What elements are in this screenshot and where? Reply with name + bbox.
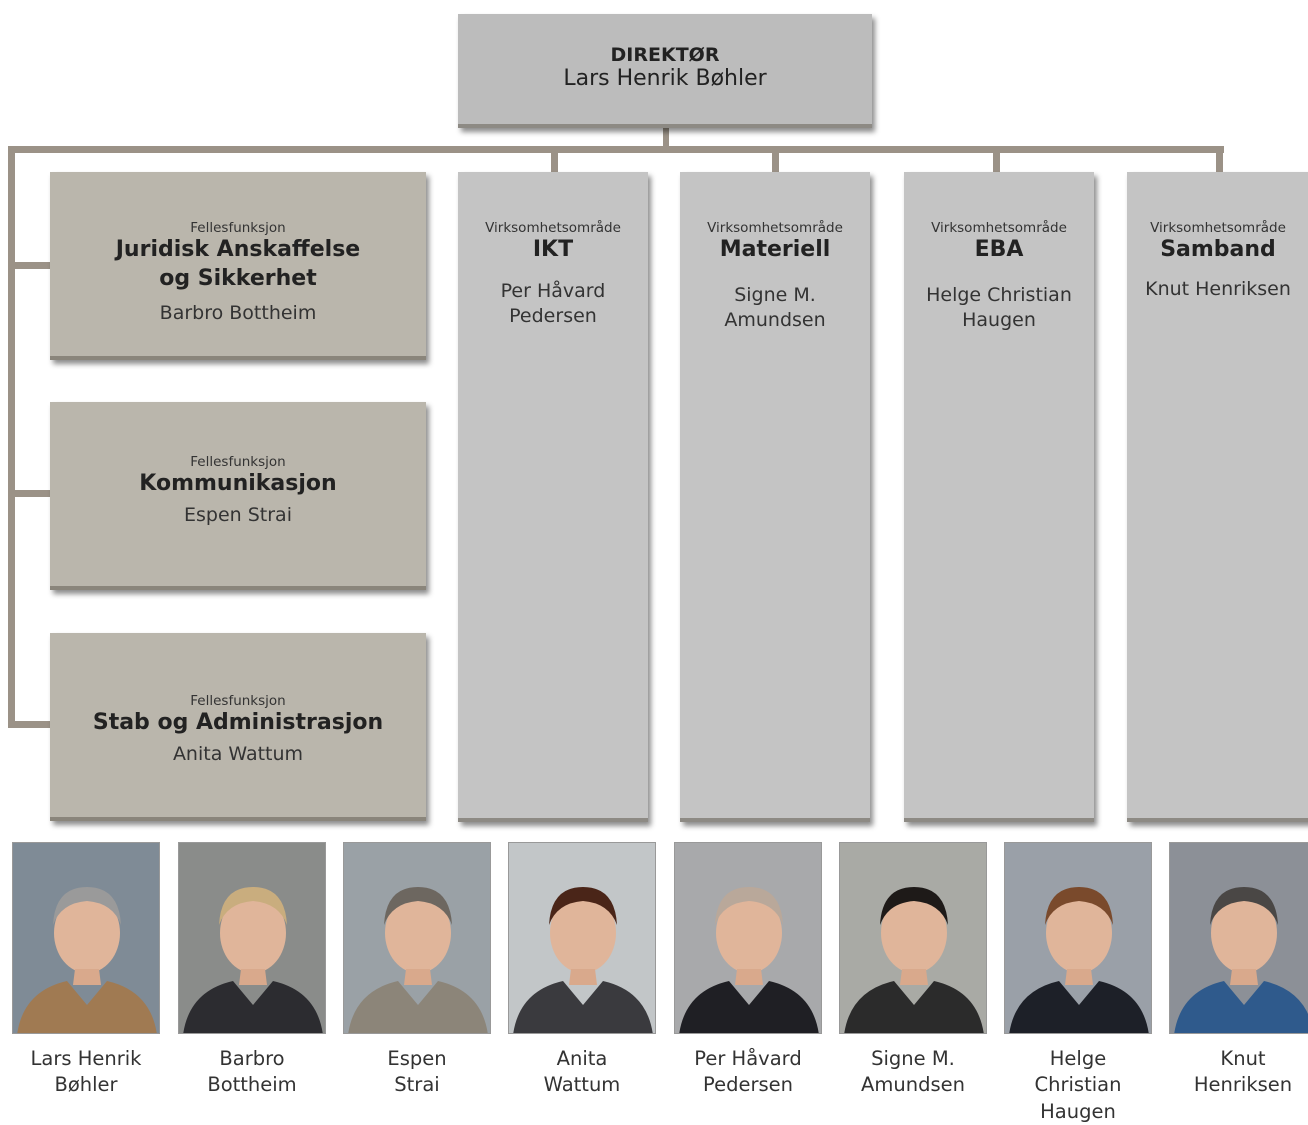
connector-area-eba — [993, 146, 1000, 172]
portrait-caption: Lars Henrik Bøhler — [30, 1047, 142, 1097]
portrait-photo — [839, 842, 987, 1034]
business-area-category: Virksomhetsområde — [931, 220, 1067, 236]
business-area-leader: Signe M. Amundsen — [724, 283, 826, 332]
portrait-caption: Helge Christian Haugen — [1034, 1047, 1122, 1123]
person-silhouette-icon — [17, 887, 157, 1033]
staff-unit-category: Fellesfunksjon — [190, 220, 286, 236]
person-silhouette-icon — [1174, 887, 1308, 1033]
portrait-photo — [12, 842, 160, 1034]
staff-unit-box: Fellesfunksjon Stab og Administrasjon An… — [50, 633, 426, 821]
connector-left-vertical — [8, 146, 15, 728]
staff-unit-category: Fellesfunksjon — [190, 454, 286, 470]
portrait-photo — [1169, 842, 1308, 1034]
staff-unit-category: Fellesfunksjon — [190, 693, 286, 709]
business-area-name: EBA — [974, 237, 1024, 262]
staff-unit-leader: Espen Strai — [184, 503, 292, 526]
business-area-category: Virksomhetsområde — [485, 220, 621, 236]
staff-unit-name: Juridisk Anskaffelse og Sikkerhet — [115, 237, 361, 291]
person-silhouette-icon — [513, 887, 653, 1033]
portrait-caption: Barbro Bottheim — [207, 1047, 297, 1097]
person-silhouette-icon — [348, 887, 488, 1033]
staff-unit-box: Fellesfunksjon Juridisk Anskaffelse og S… — [50, 172, 426, 360]
business-area-box: Virksomhetsområde EBA Helge Christian Ha… — [904, 172, 1094, 822]
director-box: DIREKTØR Lars Henrik Bøhler — [458, 14, 872, 128]
portrait-caption: Knut Henriksen — [1193, 1047, 1293, 1097]
connector-area-samband — [1216, 146, 1223, 172]
portrait-photo — [508, 842, 656, 1034]
connector-area-materiell — [772, 146, 779, 172]
business-area-leader: Helge Christian Haugen — [926, 283, 1072, 332]
business-area-box: Virksomhetsområde Samband Knut Henriksen — [1127, 172, 1308, 822]
portrait-photo — [343, 842, 491, 1034]
portrait-caption: Espen Strai — [387, 1047, 447, 1097]
business-area-leader: Knut Henriksen — [1145, 277, 1291, 300]
portrait-photo — [674, 842, 822, 1034]
connector-staff-1 — [8, 262, 50, 269]
person-silhouette-icon — [1009, 887, 1149, 1033]
portrait-photo — [178, 842, 326, 1034]
portrait-caption: Signe M. Amundsen — [861, 1047, 965, 1097]
staff-unit-leader: Anita Wattum — [172, 742, 304, 765]
business-area-category: Virksomhetsområde — [707, 220, 843, 236]
staff-unit-name: Kommunikasjon — [139, 471, 337, 496]
business-area-box: Virksomhetsområde Materiell Signe M. Amu… — [680, 172, 870, 822]
person-silhouette-icon — [183, 887, 323, 1033]
staff-unit-leader: Barbro Bottheim — [159, 302, 317, 325]
person-silhouette-icon — [679, 887, 819, 1033]
staff-unit-name: Stab og Administrasjon — [92, 710, 384, 735]
connector-staff-3 — [8, 721, 50, 728]
business-area-category: Virksomhetsområde — [1150, 220, 1286, 236]
portrait-caption: Per Håvard Pedersen — [694, 1047, 802, 1097]
director-name: Lars Henrik Bøhler — [563, 66, 767, 91]
business-area-name: IKT — [532, 237, 574, 262]
director-title: DIREKTØR — [610, 44, 720, 66]
business-area-name: Samband — [1160, 237, 1276, 262]
portrait-photo — [1004, 842, 1152, 1034]
business-area-name: Materiell — [719, 237, 831, 262]
portrait-caption: Anita Wattum — [543, 1047, 621, 1097]
connector-director-down — [663, 128, 669, 148]
business-area-leader: Per Håvard Pedersen — [500, 279, 606, 328]
connector-area-ikt — [551, 146, 558, 172]
connector-main-horizontal — [8, 146, 1224, 153]
business-area-box: Virksomhetsområde IKT Per Håvard Pederse… — [458, 172, 648, 822]
connector-staff-2 — [8, 490, 50, 497]
person-silhouette-icon — [844, 887, 984, 1033]
staff-unit-box: Fellesfunksjon Kommunikasjon Espen Strai — [50, 402, 426, 590]
